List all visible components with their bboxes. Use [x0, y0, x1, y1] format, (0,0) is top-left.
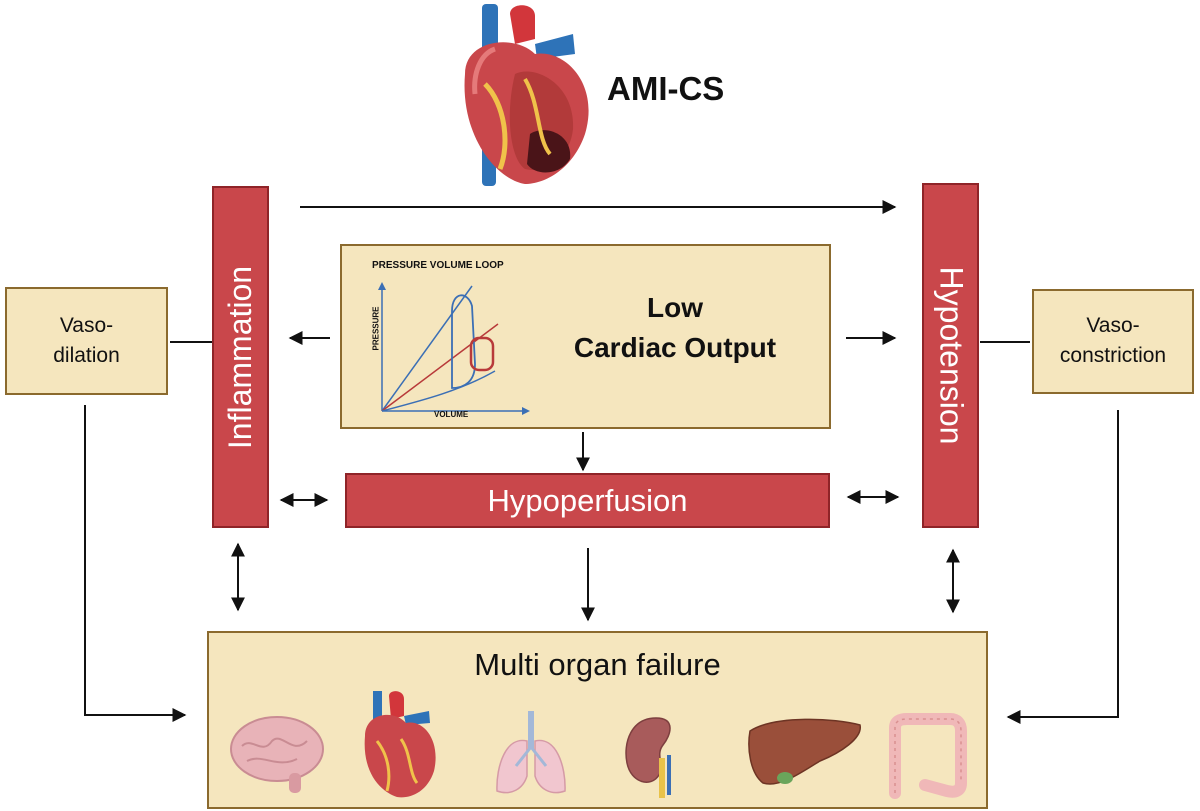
heart-icon	[364, 691, 436, 798]
inflammation-label: Inflammation	[222, 265, 258, 449]
lungs-icon	[496, 711, 566, 794]
kidney-icon	[625, 717, 671, 798]
vasodilation-line2: dilation	[53, 344, 120, 367]
pv-x-axis-label: VOLUME	[434, 410, 469, 419]
brain-icon	[230, 716, 324, 793]
low-cardiac-output-heading: Low Cardiac Output	[530, 288, 820, 368]
pv-loop-chart	[378, 282, 530, 415]
arrow-vasodilation-to-mof	[84, 405, 187, 722]
ami-cs-title: AMI-CS	[607, 70, 725, 107]
vasodilation-line1: Vaso-	[59, 314, 114, 337]
vasoconstriction-box: Vaso- constriction	[1032, 289, 1194, 394]
multi-organ-failure-box: Multi organ failure	[207, 631, 988, 809]
vasoconstriction-line2: constriction	[1059, 344, 1167, 367]
hypoperfusion-box: Hypoperfusion	[345, 473, 830, 528]
multi-organ-failure-label: Multi organ failure	[474, 647, 721, 682]
intestine-icon	[889, 713, 967, 799]
hypotension-box: Hypotension	[922, 183, 979, 528]
vasoconstriction-line1: Vaso-	[1086, 314, 1140, 337]
low-cardiac-output-box: PRESSURE VOLUME LOOP PRESSURE VOLUME Low…	[340, 244, 831, 429]
arrow-vasoconstriction-to-mof	[1006, 410, 1119, 724]
liver-icon	[748, 718, 861, 785]
heading-line2: Cardiac Output	[573, 332, 777, 363]
hypoperfusion-label: Hypoperfusion	[487, 482, 688, 518]
pv-y-axis-label: PRESSURE	[371, 306, 381, 351]
vasodilation-box: Vaso- dilation	[5, 287, 168, 395]
pv-loop-title: PRESSURE VOLUME LOOP	[372, 260, 504, 271]
hypotension-label: Hypotension	[933, 266, 970, 445]
inflammation-box: Inflammation	[212, 186, 269, 528]
heart-ami-icon	[464, 4, 589, 186]
heading-line1: Low	[647, 292, 703, 323]
